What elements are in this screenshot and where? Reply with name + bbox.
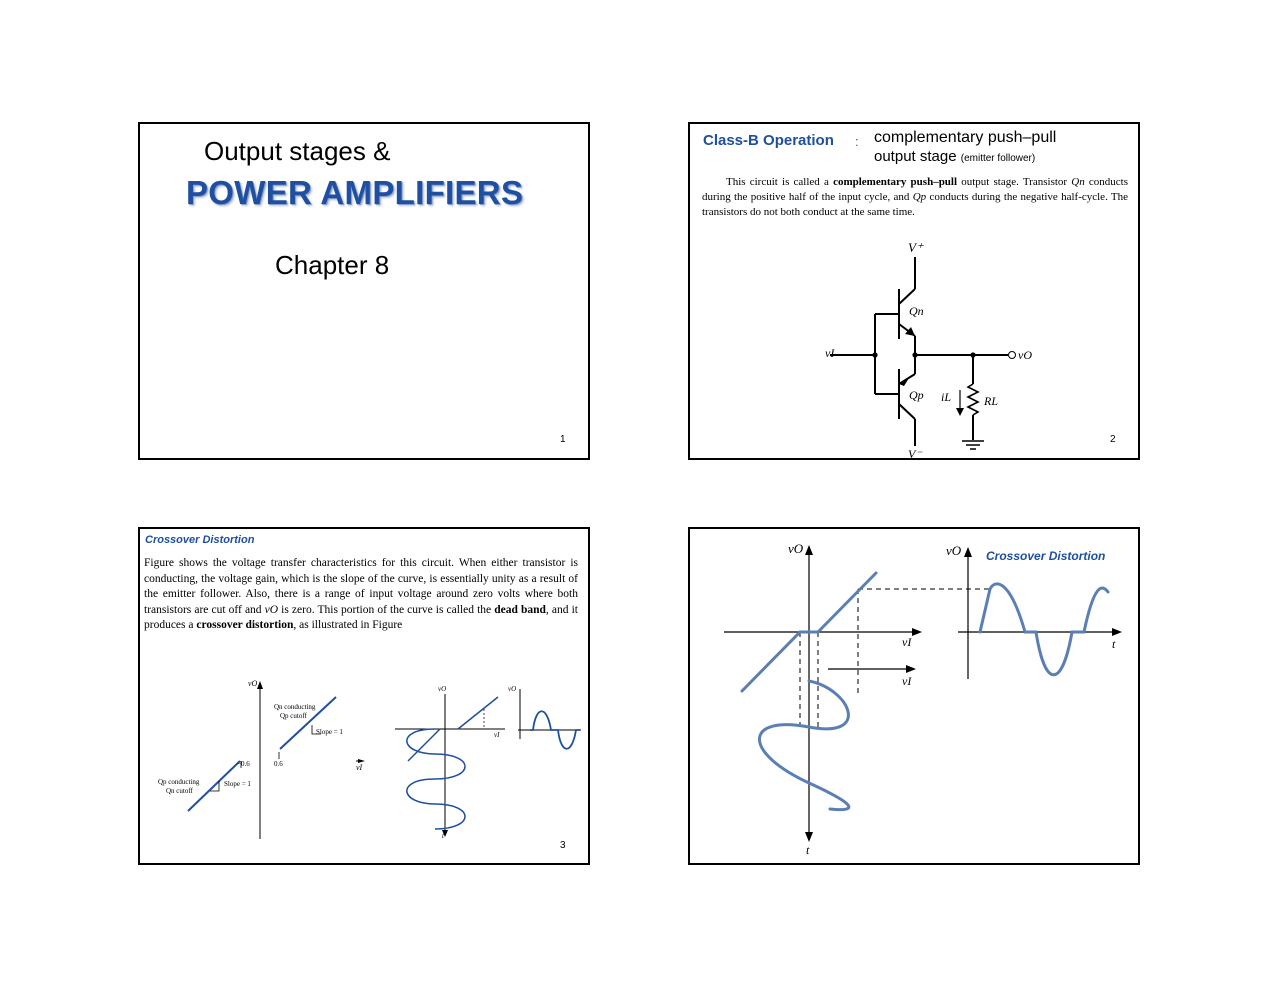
- vplus-label: V⁺: [908, 240, 923, 255]
- chapter-label: Chapter 8: [275, 250, 390, 280]
- subtitle-line-1: complementary push–pull: [874, 129, 1057, 146]
- il-label: iL: [941, 390, 952, 404]
- subtitle-text: output stage: [874, 148, 957, 165]
- mini-t-label: t: [442, 832, 444, 840]
- push-pull-circuit: [830, 257, 1016, 450]
- slide-2: Class-B Operation : complementary push–p…: [688, 122, 1140, 460]
- transfer-characteristic-plot: [187, 681, 581, 839]
- crossover-distortion-figure: [724, 545, 1122, 842]
- right-vo-label: vO: [946, 543, 962, 558]
- rl-label: RL: [984, 394, 999, 408]
- mini-vi-label: vI: [494, 731, 500, 739]
- qp-label: Qp: [909, 388, 924, 402]
- slope-top-label: Slope = 1: [316, 728, 343, 736]
- qn-conducting-label: Qn conducting: [274, 703, 316, 711]
- title-line-2: POWER AMPLIFIERS: [186, 174, 524, 211]
- slide-3: Crossover Distortion Figure shows the vo…: [138, 527, 590, 865]
- vi-label-1: vI: [902, 635, 912, 649]
- qp-conducting-label: Qp conducting: [158, 778, 200, 786]
- page-number: 1: [560, 434, 566, 445]
- mini-vo-label-2: vO: [508, 685, 517, 693]
- slope-bottom-label: Slope = 1: [224, 780, 251, 788]
- slide-heading: Class-B Operation: [703, 132, 834, 149]
- figure-title: Crossover Distortion: [986, 549, 1106, 563]
- vtc-vo-label: vO: [248, 679, 258, 688]
- pos-threshold-label: 0.6: [274, 760, 283, 768]
- subtitle-line-2: output stage (emitter follower): [874, 148, 1035, 165]
- qp-cutoff-label: Qp cutoff: [280, 712, 307, 720]
- slide-4: vO vO Crossover Distortion vI vI t t: [688, 527, 1140, 865]
- page-number: 2: [1110, 434, 1116, 445]
- neg-threshold-label: −0.6: [237, 760, 250, 768]
- slide-heading: Crossover Distortion: [145, 534, 255, 546]
- page-number: 3: [560, 840, 566, 851]
- vtc-vi-label: vI: [356, 763, 363, 772]
- t-axis-label: t: [1112, 637, 1116, 651]
- slide-1: Output stages & POWER AMPLIFIERS Chapter…: [138, 122, 590, 460]
- paragraph: Figure shows the voltage transfer charac…: [144, 557, 578, 631]
- vin-label: vI: [825, 346, 835, 360]
- t-bottom-label: t: [806, 843, 810, 857]
- paragraph: This circuit is called a complementary p…: [702, 176, 1129, 218]
- vminus-label: V⁻: [908, 447, 922, 460]
- subtitle-note: (emitter follower): [960, 153, 1036, 164]
- qn-cutoff-label: Qn cutoff: [166, 787, 193, 795]
- left-vo-label: vO: [788, 541, 804, 556]
- mini-vo-label-1: vO: [438, 685, 447, 693]
- vout-label: vO: [1018, 348, 1032, 362]
- vi-label-2: vI: [902, 674, 912, 688]
- qn-label: Qn: [909, 304, 924, 318]
- title-line-1: Output stages &: [204, 136, 391, 166]
- heading-separator: :: [855, 134, 859, 149]
